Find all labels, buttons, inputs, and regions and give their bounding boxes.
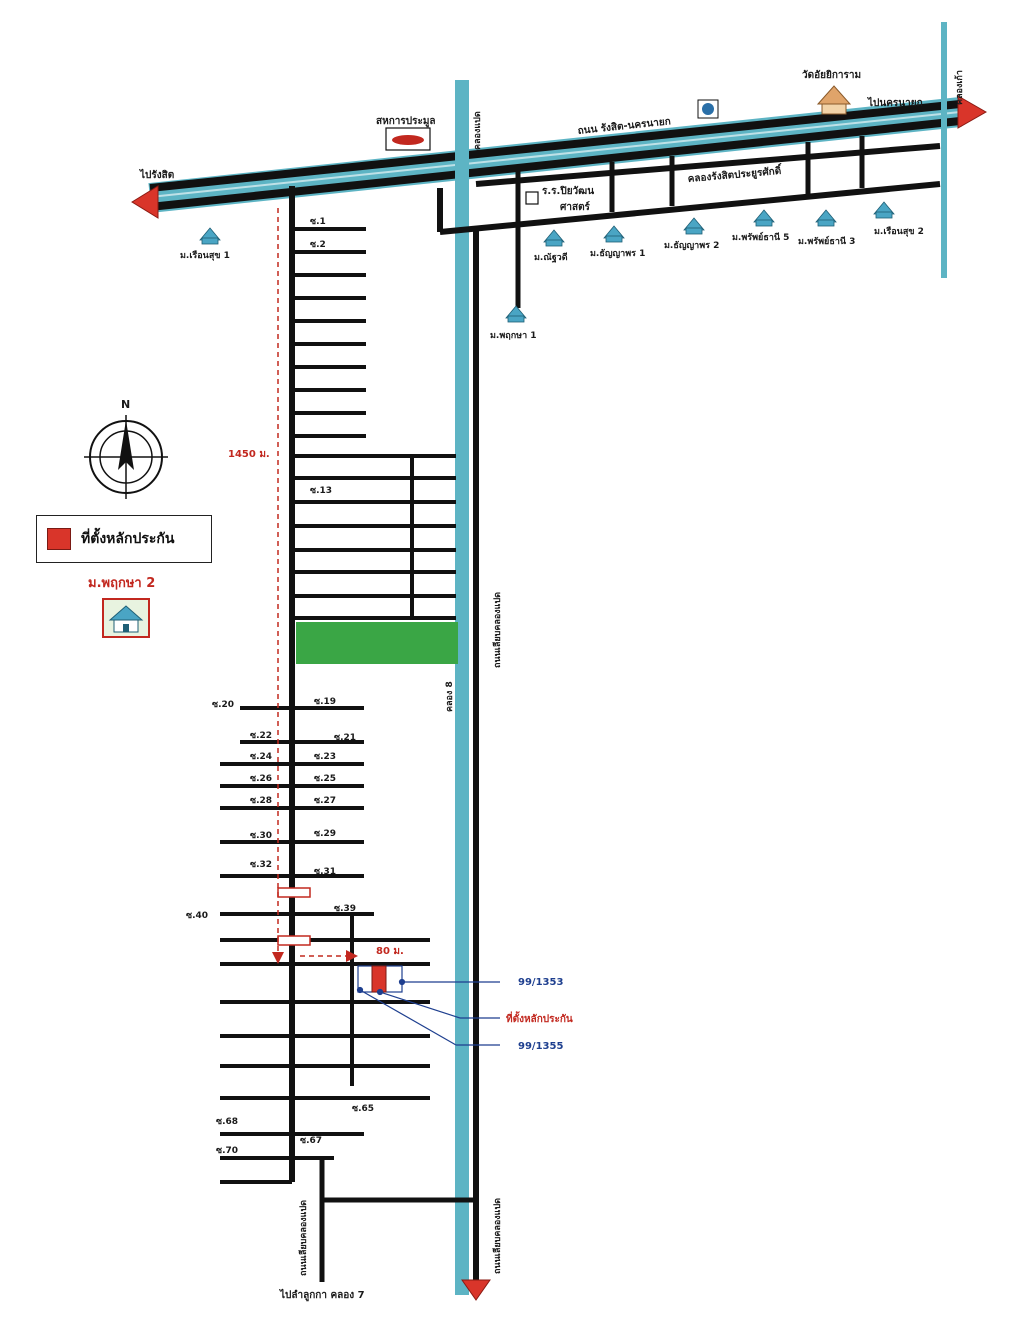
house-icon	[199, 201, 895, 323]
distance-long-label: 1450 ม.	[228, 449, 270, 460]
bottom-dest-label: ไปลำลูกกา คลอง 7	[279, 1288, 365, 1302]
soi-label: ซ.70	[216, 1146, 238, 1156]
soi-grid-top	[292, 227, 366, 438]
soi-label: ซ.19	[314, 697, 336, 707]
soi-labels-left: ซ.20 ซ.22 ซ.24 ซ.26 ซ.28 ซ.30 ซ.32 ซ.40 …	[186, 700, 272, 1156]
soi-label: ซ.32	[250, 860, 272, 870]
temple-icon	[816, 85, 852, 115]
arrow-down-icon	[461, 1279, 491, 1301]
canal-khlong-8	[455, 80, 469, 1295]
soi-label: ซ.2	[310, 240, 326, 250]
soi-label: ซ.28	[250, 796, 272, 806]
legend-site-swatch	[47, 528, 71, 550]
village-label: ม.พฤกษา 1	[490, 331, 537, 341]
frontage-road	[437, 136, 941, 308]
side-road-bottom-left-label: ถนนเลียบคลองแปด	[298, 1200, 309, 1276]
landmark-coop-label: สหการประมูล	[376, 115, 436, 128]
landmark-temple-label: วัดอัยยิการาม	[802, 69, 861, 81]
bank-logo-icon	[697, 99, 719, 119]
soi-label: ซ.39	[334, 904, 356, 914]
village-label: ม.ธัญญาพร 1	[590, 248, 645, 259]
legend: ที่ตั้งหลักประกัน	[36, 515, 212, 563]
soi-grid-middle	[292, 454, 456, 620]
bridge-marker	[277, 887, 311, 898]
dest-left-label: ไปรังสิต	[139, 168, 174, 181]
soi-label: ซ.31	[314, 867, 336, 877]
soi-label: ซ.23	[314, 752, 336, 762]
soi-label: ซ.65	[352, 1104, 374, 1114]
soi-label: ซ.26	[250, 774, 272, 784]
green-block	[296, 622, 458, 664]
canal-khlong-kao-label: คลองเก้า	[954, 70, 965, 105]
arrow-right-icon	[957, 95, 988, 129]
plot-b-label: 99/1355	[518, 1041, 563, 1052]
village-label: ม.เรือนสุข 2	[874, 225, 924, 237]
soi-label: ซ.25	[314, 774, 336, 784]
village-badge-title: ม.พฤกษา 2	[88, 576, 156, 591]
car-icon	[385, 127, 431, 151]
village-label: ม.ณัฐวดี	[534, 252, 568, 263]
plot-leader-lines	[356, 978, 500, 1046]
village-label: ม.พรัพย์ธานี 5	[732, 231, 789, 243]
soi-label: ซ.1	[310, 217, 326, 227]
canal-khlong-paed-top-label: คลองแปด	[472, 111, 483, 150]
soi-label: ซ.29	[314, 829, 336, 839]
soi-label: ซ.68	[216, 1117, 238, 1127]
soi-label: ซ.27	[314, 796, 336, 806]
soi-label: ซ.30	[250, 831, 272, 841]
site-plot	[371, 965, 387, 993]
soi-label: ซ.67	[300, 1136, 322, 1146]
arrow-left-icon	[131, 185, 159, 219]
compass-north-label: N	[121, 398, 130, 411]
side-road-right-label: ถนนเลียบคลองแปด	[492, 592, 503, 668]
main-road	[148, 97, 962, 213]
village-label: ม.เรือนสุข 1	[180, 249, 230, 261]
soi-label: ซ.20	[212, 700, 234, 710]
landmark-school-label-1: ร.ร.ปิยวัฒน	[542, 185, 594, 197]
bridge-marker	[277, 935, 311, 946]
village-label: ม.พรัพย์ธานี 3	[798, 235, 855, 247]
soi-labels-right: ซ.1 ซ.2 ซ.13 ซ.19 ซ.21 ซ.23 ซ.25 ซ.27 ซ.…	[300, 217, 374, 1146]
soi-label: ซ.24	[250, 752, 272, 762]
soi-label: ซ.13	[310, 486, 332, 496]
school-icon	[525, 191, 539, 205]
plot-a-label: 99/1353	[518, 977, 563, 988]
side-road-bottom-right-label: ถนนเลียบคลองแปด	[492, 1198, 503, 1274]
village-label: ม.ธัญญาพร 2	[664, 240, 719, 251]
distance-short-label: 80 ม.	[376, 946, 404, 957]
landmark-school-label-2: ศาสตร์	[560, 201, 591, 213]
canal-khlong-8-label: คลอง 8	[445, 681, 455, 712]
village-house-icon	[102, 598, 150, 638]
compass-icon	[84, 415, 168, 499]
soi-label: ซ.22	[250, 731, 272, 741]
dest-right-label: ไปนครนายก	[867, 96, 923, 109]
plot-site-label: ที่ตั้งหลักประกัน	[506, 1011, 573, 1025]
soi-label: ซ.21	[334, 733, 356, 743]
soi-label: ซ.40	[186, 911, 208, 921]
soi-grid-lower	[220, 706, 430, 1184]
legend-label: ที่ตั้งหลักประกัน	[81, 531, 175, 547]
